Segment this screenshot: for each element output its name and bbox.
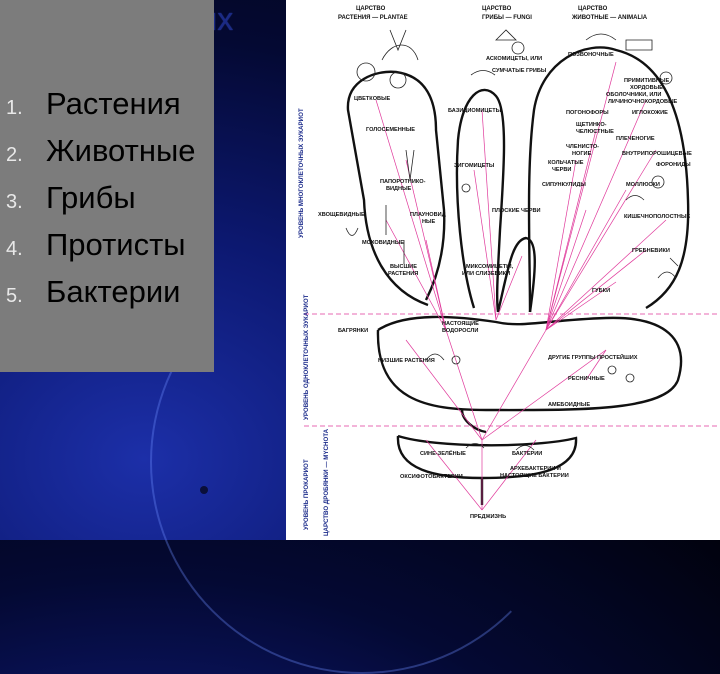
list-label: Животные: [46, 133, 196, 168]
label-zygomycetes: ЗИГОМИЦЕТЫ: [454, 163, 495, 169]
label-amoeboids: АМЕБОИДНЫЕ: [548, 402, 590, 408]
kingdom-fungi-line1: ЦАРСТВО: [482, 6, 512, 12]
level-multicellular: УРОВЕНЬ МНОГОКЛЕТОЧНЫХ ЭУКАРИОТ: [298, 108, 305, 238]
label-myxomycetes-2: ИЛИ СЛИЗЕВИКИ: [462, 271, 510, 277]
kingdom-animals-line2: ЖИВОТНЫЕ — ANIMALIA: [571, 15, 648, 21]
label-entoprocts: ВНУТРИПОРОШИЦЕВЫЕ: [622, 151, 692, 157]
kingdom-animals-line1: ЦАРСТВО: [578, 6, 608, 12]
kingdom-list: 1. Растения 2. Животные 3. Грибы 4. Протисты…: [6, 86, 195, 321]
level-mychota: ЦАРСТВО ДРОБЯНКИ — MYCHOTA: [323, 428, 330, 536]
list-item: 3. Грибы: [6, 180, 195, 227]
label-red-algae: БАГРЯНКИ: [338, 328, 368, 334]
label-tunicates-1: ОБОЛОЧНИКИ, ИЛИ: [606, 92, 661, 98]
label-sipunculids: СИПУНКУЛИДЫ: [542, 182, 586, 188]
label-phoronids: ФОРОНИДЫ: [656, 162, 691, 168]
list-number: 3.: [6, 191, 23, 213]
label-primitive-chordates-1: ПРИМИТИВНЫЕ: [624, 78, 669, 84]
label-higher-plants-1: ВЫСШИЕ: [390, 264, 417, 270]
list-item: 4. Протисты: [6, 227, 195, 274]
list-label: Бактерии: [46, 274, 181, 309]
label-higher-plants-2: РАСТЕНИЯ: [388, 271, 418, 277]
list-item: 1. Растения: [6, 86, 195, 133]
label-mollusks: МОЛЛЮСКИ: [626, 182, 660, 188]
level-prokaryotes: УРОВЕНЬ ПРОКАРИОТ: [303, 459, 310, 530]
label-basidiomycetes: БАЗИДИОМИЦЕТЫ: [448, 108, 502, 114]
label-chaetognaths-1: ЩЕТИНКО-: [576, 122, 607, 128]
label-ascomycetes-2: СУМЧАТЫЕ ГРИБЫ: [492, 68, 547, 74]
label-tunicates-2: ЛИЧИНОЧНОХОРДОВЫЕ: [608, 99, 678, 105]
label-archaebacteria-2: НАСТОЯЩИЕ БАКТЕРИИ: [500, 473, 569, 479]
label-lycopods-2: НЫЕ: [422, 219, 436, 225]
phylogenetic-tree-diagram: ЦАРСТВО РАСТЕНИЯ — PLANTAE ЦАРСТВО ГРИБЫ…: [286, 0, 720, 540]
label-ctenophores: ГРЕБНЕВИКИ: [632, 248, 670, 254]
label-brachiopods: ПЛЕЧЕНОГИЕ: [616, 136, 655, 142]
list-number: 2.: [6, 144, 23, 166]
kingdom-list-panel: 1. Растения 2. Животные 3. Грибы 4. Протисты…: [0, 0, 214, 372]
label-primitive-chordates-2: ХОРДОВЫЕ: [630, 85, 663, 91]
label-oxyphotobacteria: ОКСИФОТОБАКТЕРИИ: [400, 474, 463, 480]
label-ferns-2: ВИДНЫЕ: [386, 186, 412, 192]
label-pogonophora: ПОГОНОФОРЫ: [566, 110, 609, 116]
list-label: Протисты: [46, 227, 186, 262]
list-number: 4.: [6, 238, 23, 260]
list-number: 5.: [6, 285, 23, 307]
organism-sketches: [345, 29, 679, 451]
label-lower-plants: НИЗШИЕ РАСТЕНИЯ: [378, 358, 435, 364]
label-true-algae-2: ВОДОРОСЛИ: [442, 328, 478, 334]
kingdom-plants-line1: ЦАРСТВО: [356, 6, 386, 12]
label-flatworms: ПЛОСКИЕ ЧЕРВИ: [492, 208, 541, 214]
label-myxomycetes-1: МИКСОМИЦЕТЫ,: [466, 264, 514, 270]
kingdom-plants-line2: РАСТЕНИЯ — PLANTAE: [338, 15, 408, 21]
label-lycopods-1: ПЛАУНОВИД: [410, 212, 446, 218]
list-number: 1.: [6, 97, 23, 119]
list-item: 5. Бактерии: [6, 274, 195, 321]
list-label: Грибы: [46, 180, 136, 215]
label-horsetails: ХВОЩЕВИДНЫЕ: [318, 212, 365, 218]
label-mosses: МОХОВИДНЫЕ: [362, 240, 404, 246]
label-sponges: ГУБКИ: [592, 288, 610, 294]
label-ciliates: РЕСНИЧНЫЕ: [568, 376, 605, 382]
evolution-arrows: [375, 61, 667, 511]
label-arthropods-1: ЧЛЕНИСТО-: [566, 144, 599, 150]
kingdom-fungi-line2: ГРИБЫ — FUNGI: [482, 15, 532, 21]
label-cnidarians: КИШЕЧНОПОЛОСТНЫЕ: [624, 214, 690, 220]
label-arthropods-2: НОГИЕ: [572, 151, 592, 157]
label-echinoderms: ИГЛОКОЖИЕ: [632, 110, 668, 116]
label-flowering: ЦВЕТКОВЫЕ: [354, 96, 391, 102]
label-cyanobacteria: СИНЕ-ЗЕЛЁНЫЕ: [420, 450, 466, 457]
label-other-protozoa: ДРУГИЕ ГРУППЫ ПРОСТЕЙШИХ: [548, 353, 638, 361]
list-item: 2. Животные: [6, 133, 195, 180]
label-bacteria: БАКТЕРИИ: [512, 451, 542, 457]
label-chaetognaths-2: ЧЕЛЮСТНЫЕ: [576, 129, 614, 135]
label-ferns-1: ПАПОРОТНИКО-: [380, 179, 426, 185]
label-annelids-1: КОЛЬЧАТЫЕ: [548, 160, 584, 166]
label-prelife: ПРЕДЖИЗНЬ: [470, 514, 506, 520]
label-annelids-2: ЧЕРВИ: [552, 167, 571, 173]
label-vertebrates: ПОЗВОНОЧНЫЕ: [568, 52, 614, 58]
label-ascomycetes-1: АСКОМИЦЕТЫ, ИЛИ: [486, 56, 542, 62]
label-gymnosperms: ГОЛОСЕМЕННЫЕ: [366, 127, 415, 133]
list-label: Растения: [46, 86, 181, 121]
label-true-algae-1: НАСТОЯЩИЕ: [442, 321, 479, 327]
label-archaebacteria-1: АРХЕБАКТЕРИИ И: [510, 466, 561, 472]
tree-svg: ЦАРСТВО РАСТЕНИЯ — PLANTAE ЦАРСТВО ГРИБЫ…: [298, 6, 720, 536]
level-unicellular: УРОВЕНЬ ОДНОКЛЕТОЧНЫХ ЭУКАРИОТ: [303, 294, 310, 420]
decorative-dot: [200, 486, 208, 494]
